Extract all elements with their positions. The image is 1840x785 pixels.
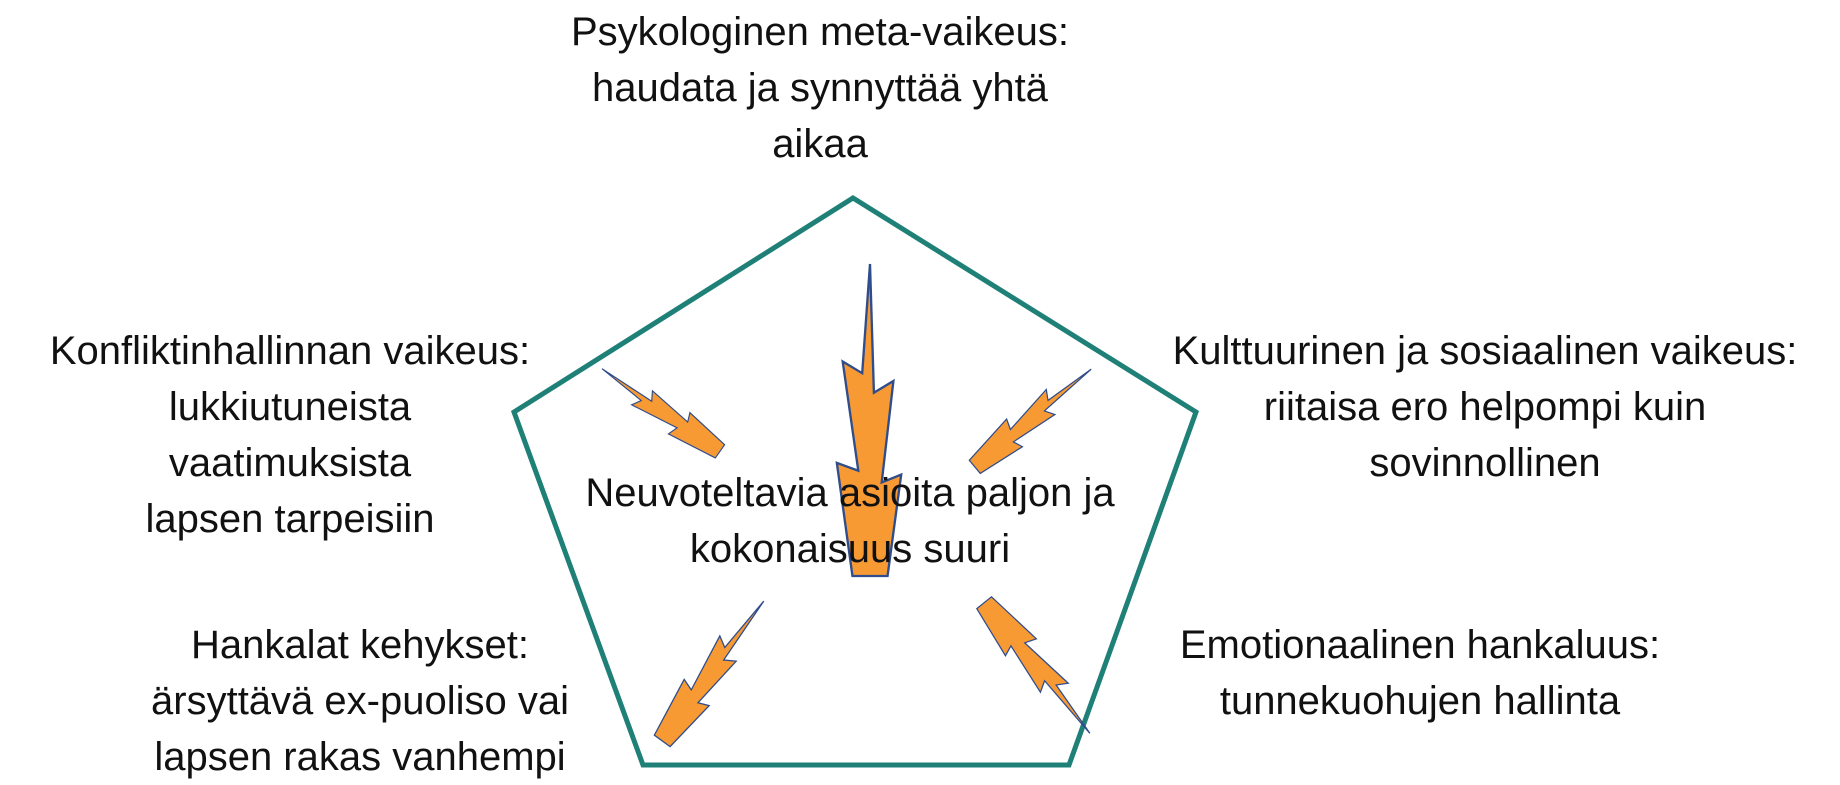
- lightning-bolt-lower-right-icon: [975, 595, 1091, 734]
- lightning-bolt-lower-left-icon: [653, 600, 765, 748]
- lightning-bolt-upper-right-icon: [968, 368, 1092, 475]
- label-emotional-difficulty: Emotionaalinen hankaluus: tunnekuohujen …: [1179, 623, 1661, 723]
- label-conflict-management-difficulty: Konfliktinhallinnan vaikeus: lukkiutunei…: [49, 329, 531, 541]
- label-difficult-frames: Hankalat kehykset: ärsyttävä ex-puoliso …: [151, 623, 569, 779]
- center-text: Neuvoteltavia asioita paljon ja kokonais…: [585, 471, 1115, 571]
- lightning-bolt-top-icon: [835, 263, 903, 578]
- pentagon-shape: [510, 195, 1200, 768]
- label-psychological-difficulty: Psykologinen meta-vaikeus: haudata ja sy…: [570, 10, 1070, 166]
- label-cultural-social-difficulty: Kulttuurinen ja sosiaalinen vaikeus: rii…: [1172, 329, 1798, 485]
- lightning-bolt-upper-left-icon: [601, 368, 726, 459]
